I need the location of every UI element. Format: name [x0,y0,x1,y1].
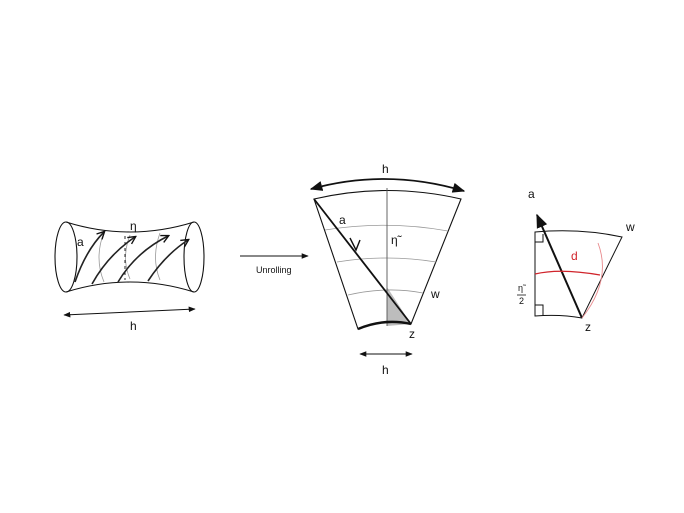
unrolling-label: Unrolling [256,265,292,275]
cylinder-a-label: a [77,235,84,249]
cylinder-left-end [54,221,78,293]
tri-z-label: z [585,320,591,334]
sector-h-top-label: h [382,162,389,176]
triangle-pink-arc [581,242,603,319]
cylinder-bottom-edge [65,281,195,293]
cylinder-right-end [183,221,205,293]
sector-a-label: a [339,213,346,227]
triangle-detail [534,213,623,319]
cylinder-eta-label: η [130,219,137,233]
cylinder-helices [74,232,188,285]
right-angle-bottom [535,304,544,315]
cylinder-top-edge [65,221,195,233]
tri-w-label: w [625,220,635,234]
cylinder [54,221,205,318]
sector-eta-tilde-label: η̃ [391,233,403,247]
tri-eta-half-denominator: 2 [519,296,524,306]
sector-diagonal [313,198,412,325]
sector-diagonal-arrowhead [349,237,361,252]
cylinder-h-label: h [130,319,137,333]
cylinder-h-dimension [63,306,196,318]
triangle-outline [534,230,623,319]
sector-z-label: z [409,327,415,341]
tri-a-label: a [528,187,535,201]
triangle-diagonal [536,213,583,319]
triangle-red-arc [534,270,601,276]
sector-h-arc [309,178,466,193]
cylinder-meridians [98,231,161,283]
sector-bottom-arc [357,320,412,331]
right-angle-top [535,234,544,243]
tri-d-label: d [571,249,578,263]
sector-h-bottom-label: h [382,363,389,377]
sector-w-label: w [430,287,440,301]
unrolled-sector [309,178,466,357]
tri-eta-half-numerator: η̃ [518,283,527,293]
